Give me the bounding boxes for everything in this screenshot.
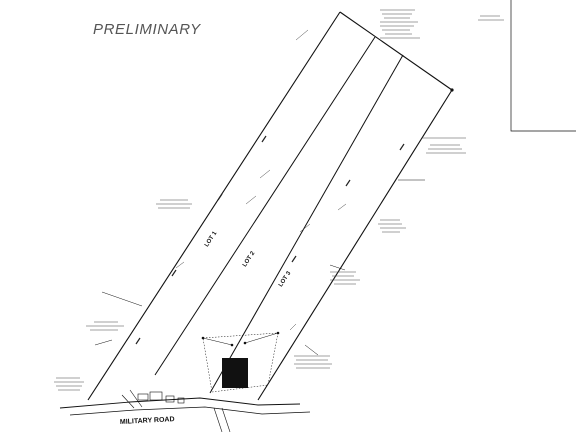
bearing-label-marks (135, 135, 405, 345)
lot-3-east-line (257, 89, 453, 401)
building-area (201, 88, 454, 393)
road-structures (137, 391, 185, 404)
preliminary-stamp: PRELIMINARY (93, 21, 201, 38)
lot-boundaries (87, 11, 453, 401)
lot-2-label: LOT 2 (242, 250, 257, 268)
north-line (339, 11, 453, 91)
lot-3-label: LOT 3 (278, 270, 293, 288)
illegible-annotation-marks (54, 9, 504, 391)
lot-1-label: LOT 1 (204, 230, 219, 248)
leader-lines (94, 179, 425, 356)
existing-structure (222, 358, 248, 388)
lot-1-west-line (87, 11, 341, 401)
adjacent-parcel-outline (510, 0, 576, 132)
lot-2-3-line (209, 54, 404, 394)
lot-1-2-line (154, 36, 376, 376)
road-name-label: MILITARY ROAD (120, 416, 175, 426)
road-frontage (59, 389, 311, 432)
